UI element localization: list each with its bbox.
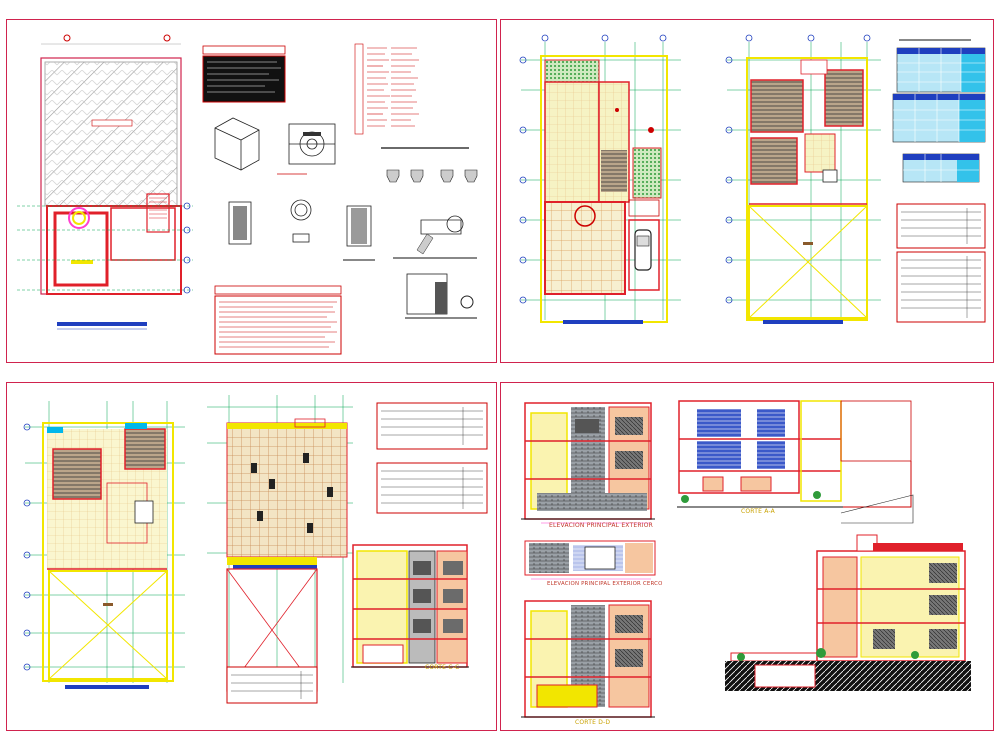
- elevations-drawing: [521, 400, 971, 718]
- table-red-2: [896, 251, 986, 323]
- corte-c-label: CORTE C-C: [425, 664, 460, 671]
- section-a: [677, 400, 914, 524]
- floor-plan-drawing-2: [23, 395, 488, 704]
- section-c-drawing: [351, 544, 469, 668]
- site-plan-drawing: [17, 34, 478, 355]
- elev-principal-label: ELEVACION PRINCIPAL EXTERIOR: [549, 522, 653, 529]
- table-cyan-3: [902, 153, 980, 183]
- floor-plan-drawing-1: [519, 34, 986, 324]
- sheet-floor-plans-2: CORTE C-C: [6, 382, 497, 731]
- elevation-principal: [521, 402, 655, 520]
- table-cyan-2: [892, 93, 986, 143]
- table-red-1: [896, 203, 986, 249]
- sheet-floor-plans-1: [500, 19, 994, 363]
- sheet-site-plan: [6, 19, 497, 363]
- sheet-elevations: ELEVACION PRINCIPAL EXTERIOR ELEVACION P…: [500, 382, 994, 731]
- corte-d-label: CORTE D-D: [575, 719, 611, 726]
- elev-cerco-label: ELEVACION PRINCIPAL EXTERIOR CERCO: [547, 581, 663, 587]
- corte-a-label: CORTE A-A: [741, 508, 775, 515]
- section-d: [521, 600, 655, 718]
- elevation-cerco: [524, 540, 656, 576]
- section-b: [725, 534, 971, 691]
- table-cyan-1: [896, 47, 986, 93]
